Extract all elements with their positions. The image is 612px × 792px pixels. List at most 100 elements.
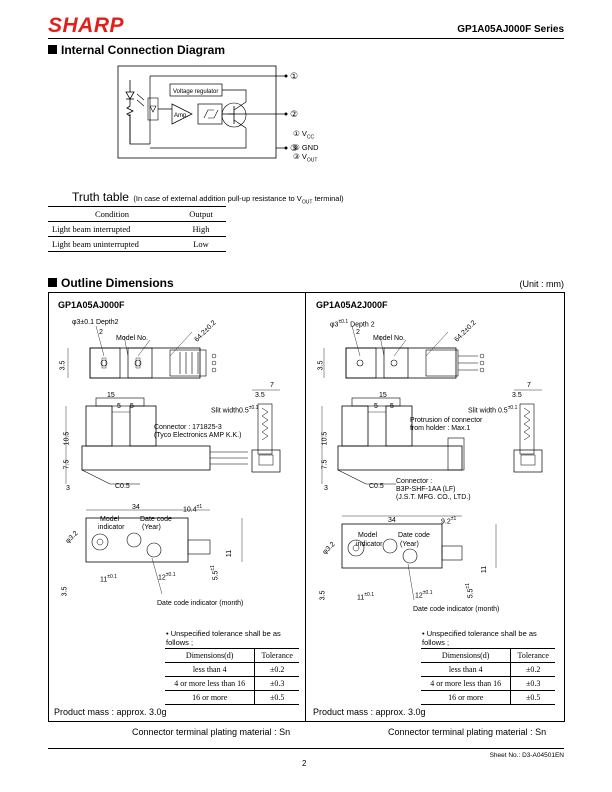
right-hole-label: φ3±0.1 Depth 2 — [330, 319, 375, 329]
left-date-month: Date code indicator (month) — [157, 600, 244, 607]
right-tolerance-note: • Unspecified tolerance shall be as foll… — [422, 629, 537, 647]
pin-legend-2: ② GND — [293, 142, 319, 152]
right-dim-3: 3 — [324, 485, 328, 492]
right-dim-105: 10.5 — [321, 431, 329, 446]
series-title: GP1A05AJ000F Series — [457, 24, 564, 35]
table-row: 16 or more±0.5 — [421, 690, 555, 705]
left-dim-5b: 5 — [130, 403, 134, 410]
tolerance-value: ±0.5 — [510, 690, 555, 705]
right-dim-55: 5.5±1 — [464, 583, 475, 599]
page-number: 2 — [302, 759, 307, 768]
tolerance-dim: 16 or more — [165, 690, 255, 705]
right-dim-75: 7.5 — [321, 459, 329, 470]
tolerance-dim: 4 or more less than 16 — [165, 676, 255, 691]
outline-title-text: Outline Dimensions — [61, 276, 174, 290]
left-tolerance-table: Dimensions(d) Tolerance less than 4±0.2 … — [165, 648, 299, 705]
right-plating-material: Connector terminal plating material : Sn — [388, 727, 547, 737]
tolerance-value: ±0.2 — [254, 662, 299, 677]
unit-label: (Unit : mm) — [519, 279, 565, 289]
pin-legend-3: ③ VOUT — [293, 151, 318, 164]
left-outline-drawing — [65, 325, 281, 595]
left-date-code: Date code — [140, 516, 172, 523]
table-row: 16 or more±0.5 — [165, 690, 299, 705]
right-date-code-year: (Year) — [400, 541, 419, 548]
right-tolerance-table: Dimensions(d) Tolerance less than 4±0.2 … — [421, 648, 555, 705]
table-row: 4 or more less than 16±0.3 — [165, 676, 299, 691]
table-row: 4 or more less than 16±0.3 — [421, 676, 555, 691]
right-dim-2: 2 — [356, 329, 360, 336]
tolerance-dim: less than 4 — [421, 662, 511, 677]
tolerance-value: ±0.3 — [254, 676, 299, 691]
right-date-month: Date code indicator (month) — [413, 606, 500, 613]
tolerance-dim: 4 or more less than 16 — [421, 676, 511, 691]
left-dim-15: 15 — [107, 392, 115, 399]
tolerance-dim: less than 4 — [165, 662, 255, 677]
truth-output: Low — [176, 236, 226, 252]
truth-condition: Light beam uninterrupted — [48, 236, 176, 252]
connection-diagram: Voltage regulator Amp. — [117, 65, 288, 159]
right-protrusion-2: from holder : Max.1 — [410, 425, 471, 432]
right-protrusion: Protrusion of connector — [410, 417, 483, 424]
right-model-indicator: Model — [358, 532, 378, 539]
truth-table-header-condition: Condition — [48, 206, 176, 222]
left-dim-34: 34 — [132, 504, 140, 511]
truth-table: Condition Output Light beam interrupted … — [48, 206, 226, 252]
footer-rule — [48, 748, 564, 749]
right-dim-11a: 11±0.1 — [357, 592, 374, 602]
right-dim-15: 15 — [379, 392, 387, 399]
bullet-square-icon — [48, 45, 57, 54]
right-dim-7: 7 — [527, 382, 531, 389]
right-dim-5b: 5 — [390, 403, 394, 410]
left-connector-maker: (Tyco Electronics AMP K.K.) — [154, 432, 242, 439]
left-part-name: GP1A05AJ000F — [58, 300, 125, 310]
amp-label: Amp. — [174, 113, 188, 119]
left-dim-35a: 3.5 — [59, 360, 67, 371]
right-dim-34: 34 — [388, 517, 396, 524]
right-model-indicator-2: indicator — [356, 541, 383, 548]
right-dim-11b: 11 — [481, 565, 489, 574]
bullet-square-icon — [48, 278, 57, 287]
pin-2-label: ② — [290, 109, 299, 119]
left-dim-35c: 3.5 — [61, 586, 69, 597]
header-rule — [48, 38, 564, 39]
right-connector-part: B3P-SHF-1AA (LF) — [396, 486, 456, 493]
right-part-name: GP1A05A2J000F — [316, 300, 388, 310]
table-row: Light beam interrupted High — [48, 221, 226, 237]
connection-title-text: Internal Connection Diagram — [61, 43, 226, 57]
sharp-logo: SHARP — [48, 14, 125, 37]
left-product-mass: Product mass : approx. 3.0g — [54, 707, 167, 717]
tolerance-header-dim: Dimensions(d) — [421, 648, 511, 663]
right-model-no: Model No. — [373, 335, 405, 342]
table-row: less than 4±0.2 — [165, 662, 299, 677]
pin-legend-1: ① VCC — [293, 129, 315, 141]
right-product-mass: Product mass : approx. 3.0g — [313, 707, 426, 717]
connection-section-title: Internal Connection Diagram — [48, 43, 225, 57]
left-dim-7: 7 — [270, 382, 274, 389]
left-connector-label: Connector : 171825-3 — [154, 424, 222, 431]
tolerance-value: ±0.2 — [510, 662, 555, 677]
truth-table-note: (In case of external addition pull-up re… — [133, 194, 344, 206]
right-dim-12: 12±0.1 — [415, 590, 433, 600]
left-dim-105: 10.5 — [63, 431, 71, 446]
left-c05: C0.5 — [115, 483, 130, 490]
truth-table-header-output: Output — [176, 206, 226, 222]
tolerance-value: ±0.5 — [254, 690, 299, 705]
tolerance-value: ±0.3 — [510, 676, 555, 691]
regulator-label: Voltage regulator — [173, 89, 218, 95]
left-hole-label: φ3±0.1 Depth2 — [72, 319, 119, 326]
right-dim-5a: 5 — [374, 403, 378, 410]
left-dim-11b: 11 — [226, 549, 234, 558]
right-dim-92: 9.2±1 — [441, 516, 457, 526]
left-dim-75: 7.5 — [63, 459, 71, 470]
right-dim-35b: 3.5 — [512, 392, 522, 399]
right-outline-drawing — [321, 325, 543, 601]
tolerance-header-row: Dimensions(d) Tolerance — [421, 648, 555, 663]
outline-section-title: Outline Dimensions — [48, 276, 174, 290]
right-dim-35c: 3.5 — [319, 590, 327, 601]
right-c05: C0.5 — [369, 483, 384, 490]
truth-condition: Light beam interrupted — [48, 221, 176, 237]
table-row: Light beam uninterrupted Low — [48, 236, 226, 252]
left-date-code-year: (Year) — [142, 524, 161, 531]
left-dim-104: 10.4±1 — [183, 504, 203, 514]
pin-legend: ① VCC ② GND ③ VOUT — [293, 129, 319, 165]
